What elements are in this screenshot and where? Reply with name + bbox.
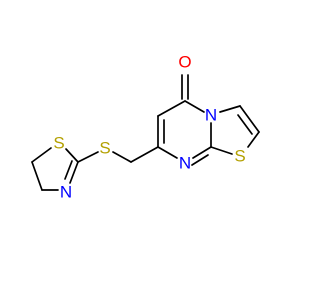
atom-nitrogen-thiazoline: N	[60, 183, 72, 202]
bond-c7-ch2	[130, 146, 159, 163]
bond-c5-c6	[157, 100, 186, 117]
atom-sulfur-thiazoline: S	[53, 134, 64, 153]
bond-n8-c8a	[192, 146, 212, 159]
bond-c3-c2	[239, 105, 260, 133]
atom-nitrogen-fused: N	[205, 106, 217, 125]
bonds	[31, 74, 260, 191]
atom-oxygen: O	[178, 53, 191, 72]
bond-c5prime-c4prime	[31, 161, 43, 191]
bond-c2prime-s1prime	[65, 148, 79, 163]
bond-s-c2prime	[77, 151, 99, 163]
bond-s1-c8a	[210, 146, 233, 155]
bond-c5-n4	[184, 100, 205, 113]
bond-c3-c2-double	[237, 114, 253, 135]
bond-n4-c3	[219, 105, 241, 113]
atom-nitrogen-ring: N	[179, 154, 191, 173]
atom-sulfur-linker: S	[99, 139, 110, 158]
atom-sulfur-thiazole: S	[234, 147, 245, 166]
bond-c7-n8	[157, 146, 178, 159]
bond-n3prime-c2prime-double	[64, 160, 73, 180]
bond-n3prime-c2prime	[69, 161, 79, 184]
atom-labels: O N N S S S N	[53, 53, 245, 202]
bond-n8-c8a-double	[191, 154, 209, 166]
bond-ch2-s	[112, 151, 132, 163]
bond-c2-s1	[247, 131, 260, 148]
structure-canvas: O N N S S S N	[31, 53, 260, 202]
bond-s1prime-c5prime	[31, 147, 52, 163]
